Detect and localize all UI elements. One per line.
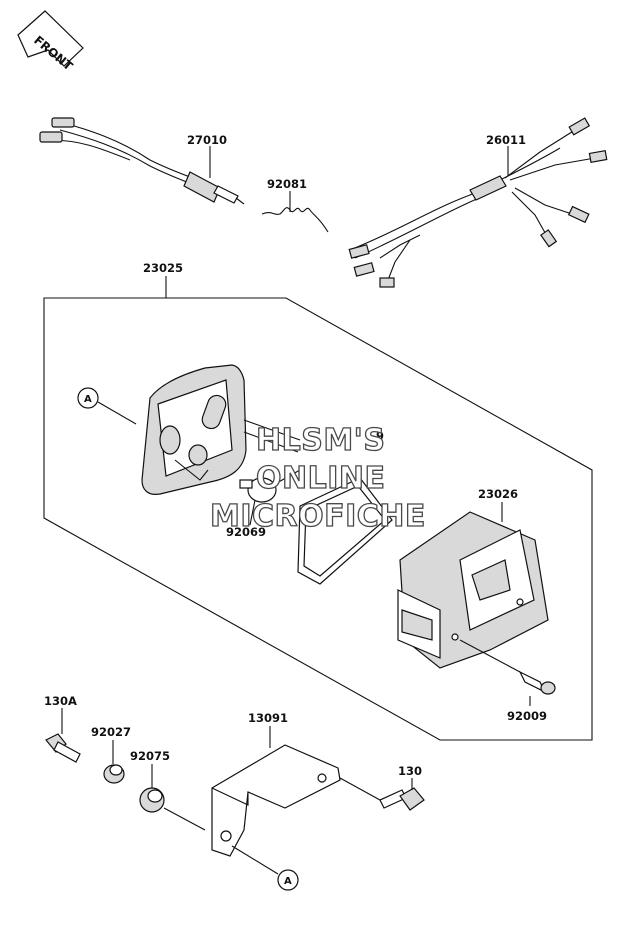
label-130: 130 xyxy=(398,764,422,778)
label-92075: 92075 xyxy=(130,749,170,763)
watermark: HLSM'S ONLINE MICROFICHE xyxy=(209,422,426,534)
watermark-line-2: ONLINE xyxy=(256,461,386,496)
lens-cover-23026[interactable] xyxy=(397,511,549,669)
assembly-frame-23025 xyxy=(43,297,593,741)
label-92009: 92009 xyxy=(507,709,547,723)
ref-circle-a-bottom xyxy=(277,869,299,891)
bulb-92069[interactable] xyxy=(239,469,301,503)
label-26011: 26011 xyxy=(486,133,526,147)
label-partial-9: 9 xyxy=(376,429,384,443)
switch-27010[interactable] xyxy=(39,117,245,205)
screw-92009[interactable] xyxy=(459,639,556,695)
label-13091: 13091 xyxy=(248,711,288,725)
lens-gasket[interactable] xyxy=(297,477,393,585)
ref-a-top: A xyxy=(84,394,92,405)
label-23025: 23025 xyxy=(143,261,183,275)
ref-a-bottom: A xyxy=(284,876,292,887)
bolt-130[interactable] xyxy=(379,787,425,811)
spring-92081[interactable] xyxy=(261,207,329,233)
label-23026: 23026 xyxy=(478,487,518,501)
watermark-line-3: MICROFICHE xyxy=(210,499,426,534)
ref-circle-a-top xyxy=(77,387,99,409)
grommet-92075[interactable] xyxy=(139,787,165,813)
label-130A: 130A xyxy=(44,694,77,708)
label-27010: 27010 xyxy=(187,133,227,147)
bracket-13091[interactable] xyxy=(211,744,341,857)
watermark-line-1: HLSM'S xyxy=(256,423,385,458)
collar-92027[interactable] xyxy=(103,764,125,784)
label-92027: 92027 xyxy=(91,725,131,739)
harness-26011[interactable] xyxy=(348,117,608,288)
front-arrow-icon: FRONT xyxy=(17,10,84,74)
bolt-130A[interactable] xyxy=(45,733,81,763)
lamp-base[interactable] xyxy=(141,364,301,495)
label-92081: 92081 xyxy=(267,177,307,191)
label-92069: 92069 xyxy=(226,525,266,539)
